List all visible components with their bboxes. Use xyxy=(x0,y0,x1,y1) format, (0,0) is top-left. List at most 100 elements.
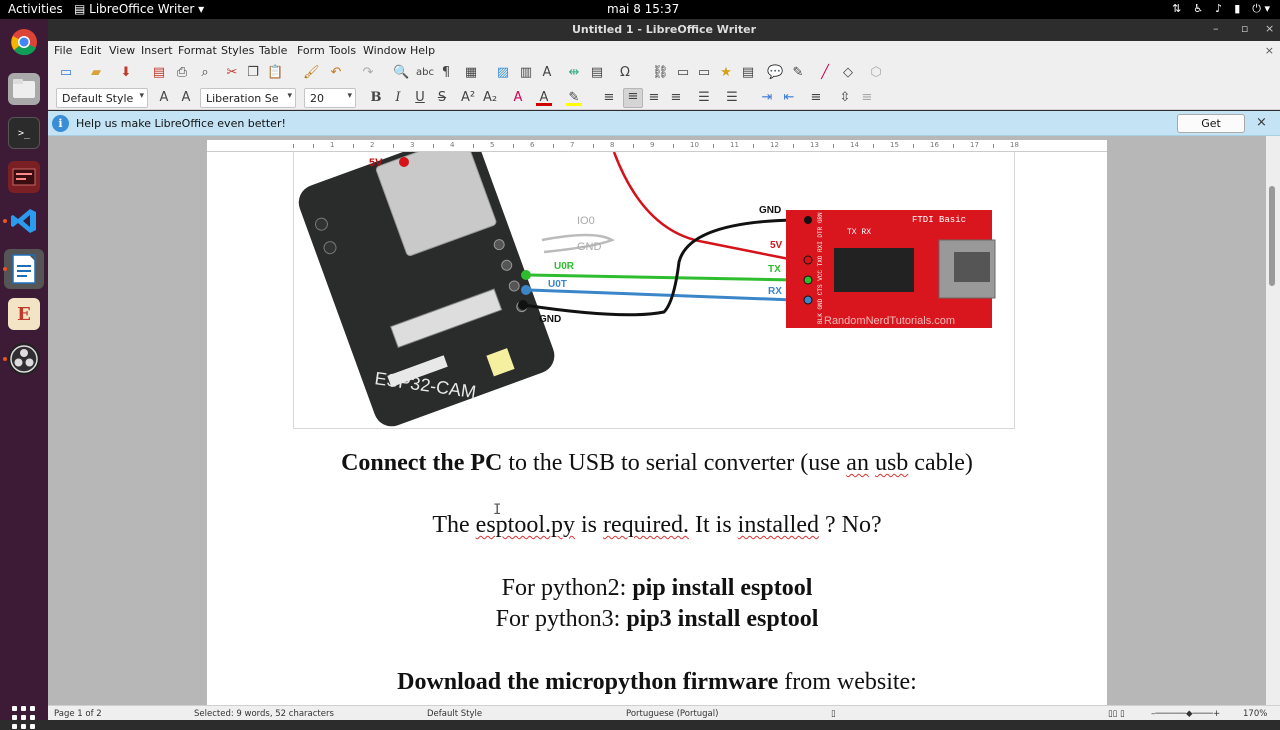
menu-help[interactable]: Help xyxy=(410,44,436,57)
cross-reference-icon[interactable]: ▤ xyxy=(741,65,755,80)
strikethrough-icon[interactable]: S xyxy=(437,90,447,105)
increase-indent-icon[interactable]: ⇥ xyxy=(761,90,773,105)
volume-icon[interactable]: ♪ xyxy=(1215,2,1223,15)
menu-tools[interactable]: Tools xyxy=(329,44,357,57)
find-replace-icon[interactable]: 🔍 xyxy=(393,65,410,80)
terminal-icon[interactable]: >_ xyxy=(8,117,40,149)
subscript-icon[interactable]: A₂ xyxy=(482,90,498,105)
eagle-icon[interactable]: E xyxy=(8,298,40,330)
save-icon[interactable]: ⬇ xyxy=(120,65,132,80)
paste-icon[interactable]: 📋 xyxy=(267,65,284,80)
export-pdf-icon[interactable]: ▤ xyxy=(152,65,166,80)
basic-shapes-icon[interactable]: ◇ xyxy=(843,65,853,80)
writer-icon[interactable] xyxy=(4,249,44,289)
minimize-button[interactable]: – xyxy=(1213,22,1219,35)
restore-button[interactable]: ▫ xyxy=(1241,22,1249,35)
close-infobar-icon[interactable]: × xyxy=(1256,115,1267,130)
zoom-level[interactable]: 170% xyxy=(1243,709,1268,719)
clone-formatting-icon[interactable]: 🖌 xyxy=(303,65,320,80)
window-titlebar[interactable]: Untitled 1 - LibreOffice Writer – ▫ × xyxy=(48,19,1280,41)
show-applications-icon[interactable] xyxy=(12,706,36,730)
comment-icon[interactable]: 💬 xyxy=(767,65,784,80)
decrease-indent-icon[interactable]: ⇤ xyxy=(783,90,795,105)
menu-table[interactable]: Table xyxy=(259,44,288,57)
footnote-icon[interactable]: ▭ xyxy=(676,65,690,80)
files-icon[interactable] xyxy=(8,73,40,105)
font-size-select[interactable]: 20 ▾ xyxy=(304,88,356,108)
unordered-list-icon[interactable]: ☰ xyxy=(698,90,710,105)
bold-icon[interactable]: B xyxy=(370,90,382,105)
page-style[interactable]: Default Style xyxy=(427,709,483,719)
word-count[interactable]: Selected: 9 words, 52 characters xyxy=(194,709,334,719)
battery-icon[interactable]: ▮ xyxy=(1234,2,1241,15)
menu-form[interactable]: Form xyxy=(297,44,325,57)
menu-view[interactable]: View xyxy=(109,44,136,57)
zoom-slider[interactable]: –──────◆────+ xyxy=(1151,709,1221,719)
paragraph-indent-icon[interactable]: ≡ xyxy=(861,90,873,105)
menu-format[interactable]: Format xyxy=(178,44,217,57)
paragraph-python3[interactable]: For python3: pip3 install esptool xyxy=(207,606,1107,633)
font-color-icon[interactable]: A xyxy=(536,90,552,106)
superscript-icon[interactable]: A² xyxy=(460,90,476,105)
track-changes-icon[interactable]: ✎ xyxy=(792,65,804,80)
accessibility-icon[interactable]: ♿ xyxy=(1193,2,1204,15)
activities-button[interactable]: Activities xyxy=(8,2,63,16)
menu-styles[interactable]: Styles xyxy=(221,44,255,57)
insert-page-break-icon[interactable]: ⇹ xyxy=(568,65,580,80)
paragraph-connect-pc[interactable]: Connect the PC to the USB to serial conv… xyxy=(207,450,1107,477)
cut-icon[interactable]: ✂ xyxy=(226,65,238,80)
new-style-icon[interactable]: A xyxy=(181,90,191,105)
page-count[interactable]: Page 1 of 2 xyxy=(54,709,102,719)
settings-icon[interactable] xyxy=(8,161,40,193)
language[interactable]: Portuguese (Portugal) xyxy=(626,709,719,719)
get-involved-button[interactable]: Get involved xyxy=(1177,114,1245,147)
document-page[interactable]: ESP32-CAM 5V IO0 GND U0R U0T GND xyxy=(207,136,1107,705)
print-icon[interactable]: ⎙ xyxy=(176,65,188,80)
insert-mode-icon[interactable]: ▯ xyxy=(831,709,836,719)
align-left-icon[interactable]: ≡ xyxy=(603,90,615,105)
menu-window[interactable]: Window xyxy=(363,44,407,57)
redo-icon[interactable]: ↷ xyxy=(362,65,374,80)
paragraph-style-select[interactable]: Default Style ▾ xyxy=(56,88,148,108)
menu-file[interactable]: File xyxy=(54,44,73,57)
insert-chart-icon[interactable]: ▥ xyxy=(519,65,533,80)
hyperlink-icon[interactable]: ⛓ xyxy=(652,65,669,80)
endnote-icon[interactable]: ▭ xyxy=(697,65,711,80)
insert-table-icon[interactable]: ▦ xyxy=(464,65,478,80)
close-document-icon[interactable]: × xyxy=(1264,44,1274,57)
line-icon[interactable]: ╱ xyxy=(821,65,829,80)
close-window-button[interactable]: × xyxy=(1265,22,1275,35)
italic-icon[interactable]: I xyxy=(395,90,401,105)
menu-edit[interactable]: Edit xyxy=(80,44,102,57)
power-icon[interactable]: ⏻ ▾ xyxy=(1252,2,1270,15)
vertical-scrollbar[interactable] xyxy=(1266,136,1280,705)
bookmark-icon[interactable]: ★ xyxy=(720,65,732,80)
underline-icon[interactable]: U xyxy=(415,90,425,105)
special-character-icon[interactable]: Ω xyxy=(620,65,630,80)
new-document-icon[interactable]: ▭ xyxy=(59,65,73,80)
insert-field-icon[interactable]: ▤ xyxy=(590,65,604,80)
print-preview-icon[interactable]: ⌕ xyxy=(201,65,209,80)
justify-icon[interactable]: ≡ xyxy=(670,90,682,105)
spelling-icon[interactable]: abc xyxy=(416,67,434,78)
view-layout-icon[interactable]: ▯▯ ▯ xyxy=(1108,709,1125,719)
vscode-icon[interactable] xyxy=(8,205,40,237)
wiring-diagram-image[interactable]: ESP32-CAM 5V IO0 GND U0R U0T GND xyxy=(293,136,1015,429)
scrollbar-thumb[interactable] xyxy=(1269,186,1275,286)
line-spacing-icon[interactable]: ≡ xyxy=(810,90,822,105)
ruler-margin-left[interactable] xyxy=(293,144,294,148)
font-name-select[interactable]: Liberation Se ▾ xyxy=(200,88,296,108)
system-tray[interactable]: ⇅ ♿ ♪ ▮ ⏻ ▾ xyxy=(1172,2,1270,16)
network-icon[interactable]: ⇅ xyxy=(1172,2,1182,15)
align-center-icon[interactable]: ≡ xyxy=(623,88,643,108)
draw-functions-icon[interactable]: ⬡ xyxy=(870,65,882,80)
update-style-icon[interactable]: A xyxy=(159,90,169,105)
align-right-icon[interactable]: ≡ xyxy=(648,90,660,105)
paragraph-spacing-icon[interactable]: ⇳ xyxy=(839,90,851,105)
paragraph-esptool-required[interactable]: The esptool.py is required. It is instal… xyxy=(207,512,1107,539)
menu-insert[interactable]: Insert xyxy=(141,44,173,57)
copy-icon[interactable]: ❐ xyxy=(247,65,259,80)
paragraph-download-firmware[interactable]: Download the micropython firmware from w… xyxy=(207,669,1107,696)
open-folder-icon[interactable]: ▰ xyxy=(91,65,101,80)
